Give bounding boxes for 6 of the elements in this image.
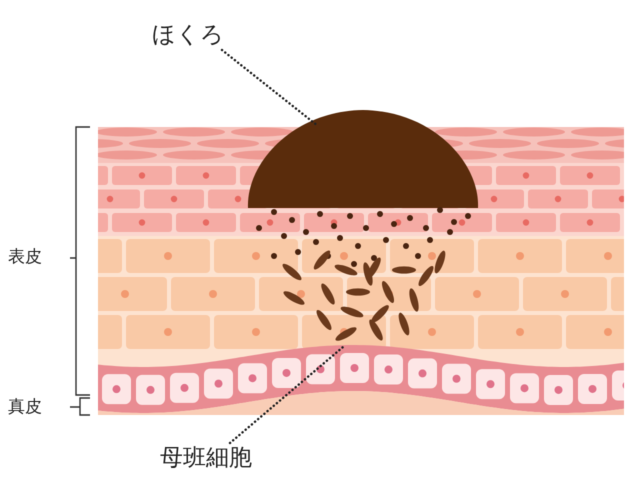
layer-label: 表皮 <box>8 248 42 267</box>
layer-label: 真皮 <box>8 398 42 417</box>
callout-label: 母班細胞 <box>160 443 264 473</box>
callout-label: ほくろ <box>152 20 228 50</box>
mole-drawing <box>248 108 478 210</box>
leader-line <box>220 48 320 128</box>
